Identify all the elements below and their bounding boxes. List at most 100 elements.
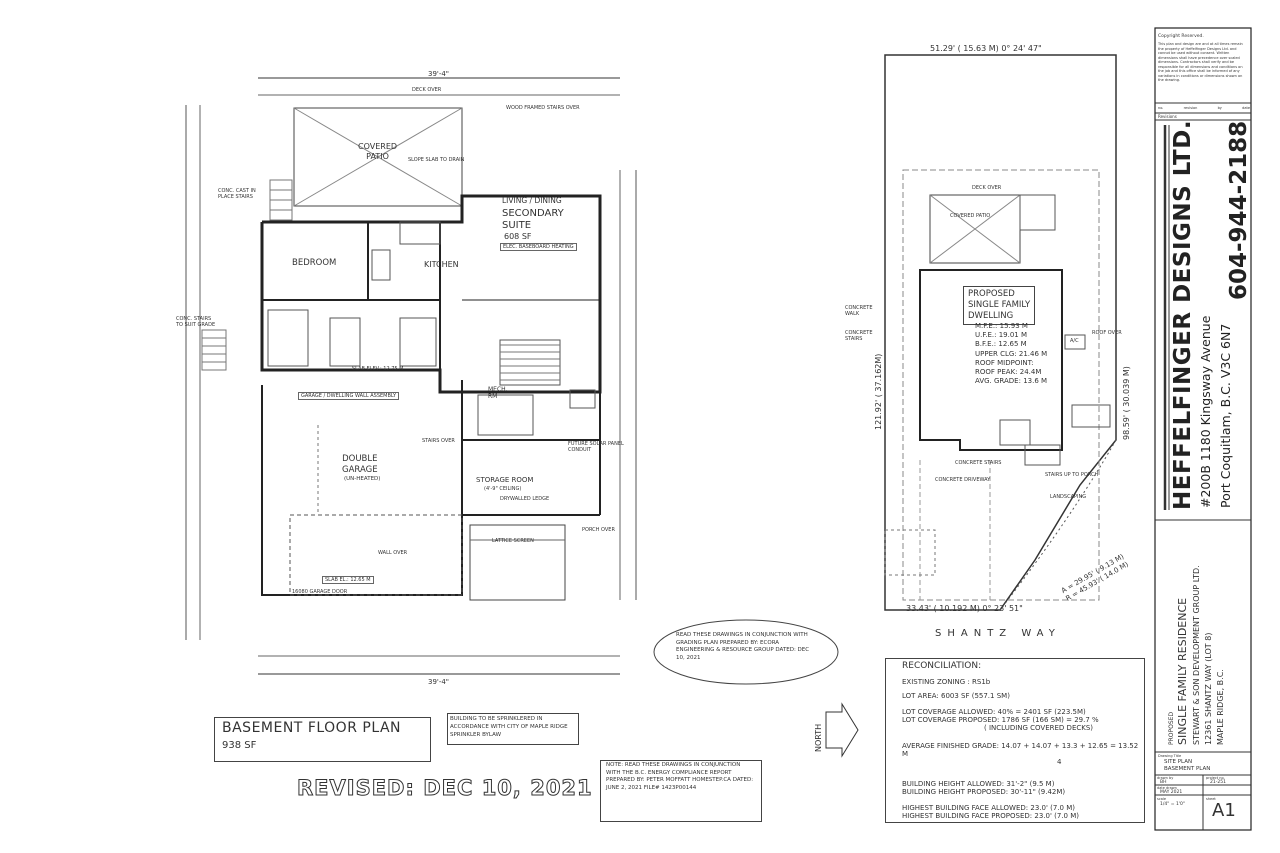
note-wall-assembly: GARAGE / DWELLING WALL ASSEMBLY xyxy=(298,392,400,400)
recon-avg-grade: AVERAGE FINISHED GRADE: 14.07 + 14.07 + … xyxy=(902,742,1139,758)
recon-lot-area: LOT AREA: 6003 SF (557.1 SM) xyxy=(902,692,1010,700)
elev-ufe: U.F.E.: 19.01 M xyxy=(975,331,1028,340)
site-label-stairs: CONCRETE STAIRS xyxy=(845,330,873,342)
note-cast-stairs: CONC. CAST IN PLACE STAIRS xyxy=(218,188,256,200)
site-label-driveway: CONCRETE DRIVEWAY xyxy=(935,477,991,483)
tb-copyright-text: This plan and design are and at all time… xyxy=(1158,42,1243,82)
note-slab-elev: SLAB ELEV.: 12.75 M xyxy=(352,366,404,372)
recon-coverage-proposed: LOT COVERAGE PROPOSED: 1786 SF (166 SM) … xyxy=(902,716,1099,724)
note-wall-over: WALL OVER xyxy=(378,550,408,556)
elev-roof-mid: ROOF MIDPOINT: xyxy=(975,358,1034,367)
floor-plan-area: 938 SF xyxy=(222,740,257,751)
tb-city: MAPLE RIDGE, B.C. xyxy=(1216,669,1225,745)
overall-width-dim-bottom: 39'-4" xyxy=(428,678,450,686)
north-label: NORTH xyxy=(814,723,823,752)
note-lattice: LATTICE SCREEN xyxy=(492,538,534,544)
tb-sheet: A1 xyxy=(1212,800,1236,821)
grading-note: READ THESE DRAWINGS IN CONJUNCTION WITH … xyxy=(676,632,810,661)
recon-face-allowed: HIGHEST BUILDING FACE ALLOWED: 23.0' (7.… xyxy=(902,804,1075,812)
recon-height-allowed: BUILDING HEIGHT ALLOWED: 31'-2" (9.5 M) xyxy=(902,780,1055,788)
suite-area: 608 SF xyxy=(504,232,532,241)
note-garage-door: 16080 GARAGE DOOR xyxy=(292,589,348,595)
site-bottom-line: 33.43' ( 10.192 M) 0° 23' 51" xyxy=(906,604,1023,613)
tb-client: STEWART & SON DEVELOPMENT GROUP LTD. xyxy=(1192,565,1201,745)
site-label-landscaping: LANDSCAPING xyxy=(1050,494,1087,500)
tb-drawing-title: SITE PLAN BASEMENT PLAN xyxy=(1164,759,1211,772)
recon-face-proposed: HIGHEST BUILDING FACE PROPOSED: 23.0' (7… xyxy=(902,812,1079,820)
elev-roof-peak: ROOF PEAK: 24.4M xyxy=(975,368,1042,377)
tb-date: MAY 2021 xyxy=(1160,790,1183,795)
storage-ceiling: (4'-9" CEILING) xyxy=(484,486,522,492)
recon-avg-grade-divisor: 4 xyxy=(1057,758,1062,766)
energy-note: NOTE: READ THESE DRAWINGS IN CONJUNCTION… xyxy=(606,762,754,791)
tb-drawn-by: BH xyxy=(1160,780,1167,785)
tb-project-no: 21-251 xyxy=(1210,780,1226,785)
room-secondary-suite: SECONDARY SUITE xyxy=(502,208,564,231)
tb-phone: 604-944-2188 xyxy=(1226,120,1252,300)
house-label: PROPOSED SINGLE FAMILY DWELLING xyxy=(963,286,1036,325)
site-label-roof-over: ROOF OVER xyxy=(1092,330,1122,336)
elevation-list: M.F.E.: 15.93 M U.F.E.: 19.01 M B.F.E.: … xyxy=(975,322,1047,386)
tb-revision-cols: no. revision by date xyxy=(1158,106,1250,110)
note-deck-over: DECK OVER xyxy=(412,87,442,93)
note-drywalled-ledge: DRYWALLED LEDGE xyxy=(500,496,550,502)
site-label-deck: DECK OVER xyxy=(972,185,1002,191)
tb-project-label: PROPOSED xyxy=(1168,711,1175,745)
floor-plan-title-box xyxy=(214,717,431,762)
garage-unheated: (UN-HEATED) xyxy=(344,476,381,482)
recon-zoning: EXISTING ZONING : RS1b xyxy=(902,678,991,686)
tb-project-name: SINGLE FAMILY RESIDENCE xyxy=(1176,597,1189,745)
recon-coverage-note: ( INCLUDING COVERED DECKS) xyxy=(984,724,1094,732)
room-covered-patio: COVERED PATIO xyxy=(358,142,398,161)
tb-revisions: Revisions xyxy=(1158,114,1177,119)
room-living-dining: LIVING / DINING xyxy=(502,196,562,205)
site-label-porch-stairs: STAIRS UP TO PORCH xyxy=(1045,472,1099,478)
note-wood-stairs: WOOD FRAMED STAIRS OVER xyxy=(506,105,580,111)
recon-coverage-allowed: LOT COVERAGE ALLOWED: 40% = 2401 SF (223… xyxy=(902,708,1086,716)
tb-rev-col-date: date xyxy=(1242,106,1250,110)
site-right-dim: 98.59' ( 30.039 M) xyxy=(1122,366,1131,440)
elev-mfe: M.F.E.: 15.93 M xyxy=(975,322,1028,330)
site-label-stairs-2: CONCRETE STAIRS xyxy=(955,460,1002,466)
tb-address-2: Port Coquitlam, B.C. V3C 6N7 xyxy=(1218,323,1233,508)
site-label-walk: CONCRETE WALK xyxy=(845,305,873,317)
street-name: SHANTZ WAY xyxy=(935,628,1061,639)
revised-stamp: REVISED: DEC 10, 2021 xyxy=(297,776,593,801)
tb-project-no-label: project no. xyxy=(1206,776,1225,780)
room-storage: STORAGE ROOM xyxy=(476,476,534,484)
note-baseboard: ELEC. BASEBOARD HEATING xyxy=(500,243,577,251)
elev-upper-clg: UPPER CLG: 21.46 M xyxy=(975,349,1048,358)
tb-rev-col-revision: revision xyxy=(1183,106,1198,110)
room-kitchen: KITCHEN xyxy=(424,260,459,269)
tb-address-1: #200B 1180 Kingsway Avenue xyxy=(1198,315,1213,508)
site-top-line: 51.29' ( 15.63 M) 0° 24' 47" xyxy=(930,44,1042,53)
tb-company: HEFFELFINGER DESIGNS LTD. xyxy=(1170,119,1196,510)
note-stairs-over: STAIRS OVER xyxy=(422,438,455,444)
site-label-ac: A/C xyxy=(1070,338,1079,344)
tb-copyright: Copyright Reserved. xyxy=(1158,34,1204,39)
tb-scale-label: scale xyxy=(1157,797,1167,801)
site-label-patio: COVERED PATIO xyxy=(950,213,991,219)
tb-drawing-title-label: Drawing Title xyxy=(1158,754,1182,758)
tb-date-label: date drawn xyxy=(1157,786,1177,790)
room-bedroom: BEDROOM xyxy=(292,258,337,268)
sprinkler-note-box xyxy=(447,713,579,745)
note-porch-over: PORCH OVER xyxy=(582,527,615,533)
tb-rev-col-by: by xyxy=(1217,106,1222,110)
elev-bfe: B.F.E.: 12.65 M xyxy=(975,340,1027,349)
note-solar: FUTURE SOLAR PANEL CONDUIT xyxy=(568,441,624,453)
reconciliation-panel: RECONCILIATION: EXISTING ZONING : RS1b L… xyxy=(902,661,1142,820)
overall-width-dim: 39'-4" xyxy=(428,70,450,78)
room-double-garage: DOUBLE GARAGE xyxy=(342,454,378,475)
tb-lot: 12361 SHANTZ WAY (LOT 8) xyxy=(1204,632,1213,745)
elev-avg-grade: AVG. GRADE: 13.6 M xyxy=(975,377,1048,386)
floor-plan-title: BASEMENT FLOOR PLAN xyxy=(222,720,401,736)
tb-rev-col-no: no. xyxy=(1158,106,1164,110)
note-slab-el-garage: SLAB EL.: 12.65 M xyxy=(322,576,374,584)
site-left-dim: 121.92' ( 37.162M) xyxy=(874,353,883,430)
note-slope-drain: SLOPE SLAB TO DRAIN xyxy=(408,157,465,163)
recon-title: RECONCILIATION: xyxy=(902,661,982,671)
reconciliation-box xyxy=(885,658,1145,823)
tb-scale: 1/4" = 1'0" xyxy=(1160,802,1185,807)
